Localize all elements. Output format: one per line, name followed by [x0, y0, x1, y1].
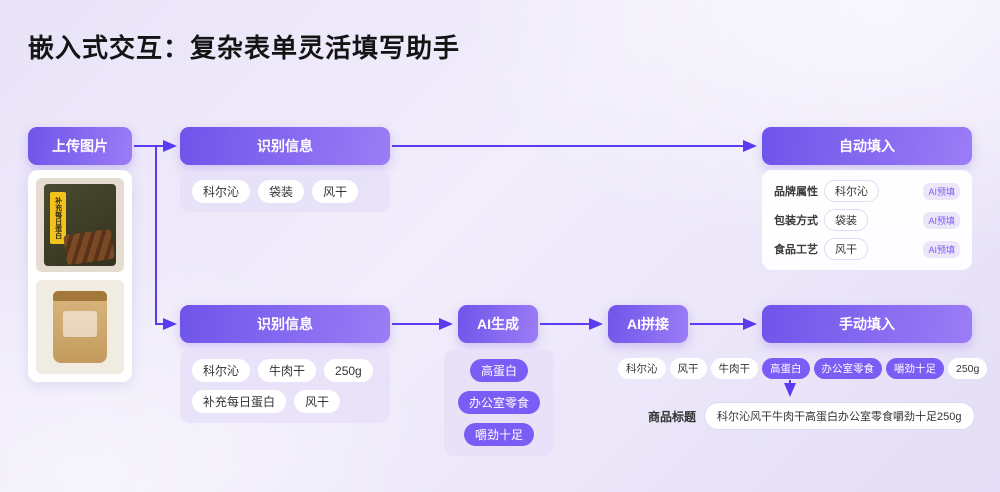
form-field-process: 食品工艺 风干 AI预填	[774, 238, 960, 260]
field-value: 风干	[824, 238, 868, 260]
tag: 风干	[294, 390, 341, 413]
jerky-sticks	[63, 228, 115, 266]
manual-fill-button[interactable]: 手动填入	[762, 305, 972, 343]
ai-tag: 办公室零食	[813, 358, 882, 379]
form-field-brand: 品牌属性 科尔沁 AI预填	[774, 180, 960, 202]
product-photo-bag	[36, 280, 124, 374]
product-title-label: 商品标题	[648, 409, 697, 424]
recognize-info-bottom-button[interactable]: 识别信息	[180, 305, 390, 343]
tag: 250g	[324, 359, 373, 382]
auto-fill-form-panel: 品牌属性 科尔沁 AI预填 包装方式 袋装 AI预填 食品工艺 风干 AI预填	[762, 170, 972, 270]
top-recognized-tags-panel: 科尔沁 袋装 风干	[180, 171, 390, 212]
kraft-bag	[53, 291, 107, 363]
tag: 科尔沁	[192, 359, 251, 382]
ai-tag: 办公室零食	[457, 391, 540, 414]
tag: 250g	[948, 358, 988, 379]
field-value: 袋装	[824, 209, 868, 231]
tag: 风干	[312, 180, 359, 203]
ai-tag: 嚼劲十足	[886, 358, 944, 379]
ai-tag: 嚼劲十足	[463, 423, 534, 446]
tag: 科尔沁	[192, 180, 251, 203]
ai-concat-button[interactable]: AI拼接	[608, 305, 688, 343]
form-field-packaging: 包装方式 袋装 AI预填	[774, 209, 960, 231]
package-label: 补充每日蛋白	[50, 192, 66, 244]
page-title: 嵌入式交互：复杂表单灵活填写助手	[28, 33, 461, 63]
jerky-package: 补充每日蛋白	[44, 184, 116, 266]
ai-tag: 高蛋白	[762, 358, 810, 379]
ai-prefill-badge: AI预填	[923, 182, 960, 200]
upload-image-button[interactable]: 上传图片	[28, 127, 132, 165]
field-label: 包装方式	[774, 215, 818, 227]
auto-fill-button[interactable]: 自动填入	[762, 127, 972, 165]
bag-fold	[53, 291, 107, 301]
tag: 袋装	[258, 180, 305, 203]
product-photo-jerky: 补充每日蛋白	[36, 178, 124, 272]
tag: 牛肉干	[258, 359, 317, 382]
ai-generate-button[interactable]: AI生成	[458, 305, 538, 343]
uploaded-images-card: 补充每日蛋白	[28, 170, 132, 382]
ai-tag: 高蛋白	[469, 359, 528, 382]
tag: 牛肉干	[710, 358, 758, 379]
recognize-info-top-button[interactable]: 识别信息	[180, 127, 390, 165]
concatenated-tags-row: 科尔沁 风干 牛肉干 高蛋白 办公室零食 嚼劲十足 250g	[618, 358, 988, 379]
ai-prefill-badge: AI预填	[923, 240, 960, 258]
field-label: 食品工艺	[774, 244, 818, 256]
tag: 风干	[669, 358, 707, 379]
tag: 科尔沁	[618, 358, 666, 379]
field-label: 品牌属性	[774, 186, 818, 198]
bottom-recognized-tags-panel: 科尔沁 牛肉干 250g 补充每日蛋白 风干	[180, 349, 390, 423]
ai-prefill-badge: AI预填	[923, 211, 960, 229]
product-title-row: 商品标题 科尔沁风干牛肉干高蛋白办公室零食嚼劲十足250g	[648, 402, 975, 430]
tag: 补充每日蛋白	[192, 390, 287, 413]
bag-print	[63, 311, 97, 337]
product-title-value: 科尔沁风干牛肉干高蛋白办公室零食嚼劲十足250g	[704, 402, 975, 430]
ai-generated-tags-panel: 高蛋白 办公室零食 嚼劲十足	[444, 349, 554, 456]
field-value: 科尔沁	[824, 180, 879, 202]
